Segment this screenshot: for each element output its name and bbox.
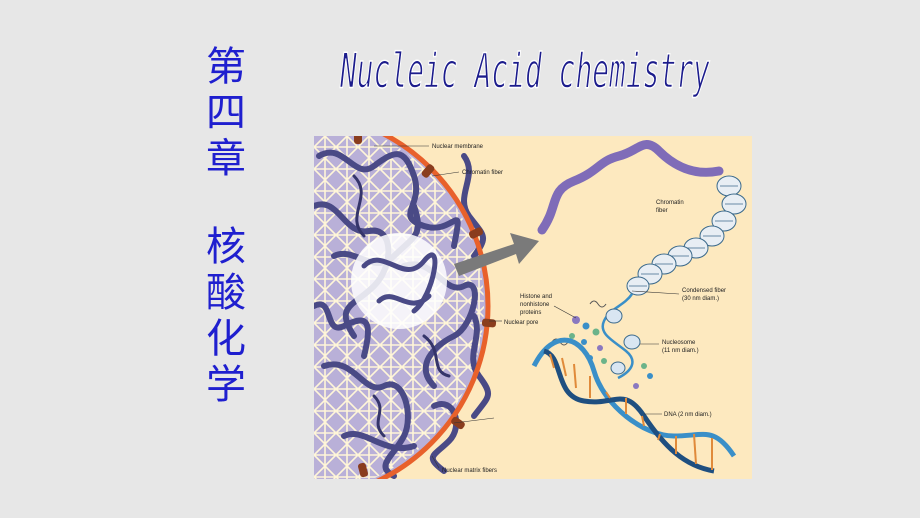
label-histone-1: Histone and	[520, 294, 552, 300]
leader-lines	[374, 145, 680, 469]
zoom-arrow	[454, 233, 539, 276]
title-char-4: 核	[206, 224, 246, 270]
title-char-1: 第	[206, 44, 246, 90]
label-dna: DNA (2 nm diam.)	[664, 412, 712, 418]
label-nuclear-pore: Nuclear pore	[504, 320, 539, 326]
title-char-5: 酸	[206, 270, 246, 316]
dna-helix	[531, 337, 737, 474]
condensed-fiber	[626, 175, 747, 296]
nucleus	[314, 136, 491, 479]
chromatin-diagram: Nuclear membrane Chromatin fiber Nuclear…	[314, 136, 752, 479]
label-histone-3: proteins	[520, 310, 541, 316]
chinese-vertical-title: 第 四 章 核 酸 化 学	[200, 44, 252, 408]
label-condensed-fiber-2: (30 nm diam.)	[682, 296, 719, 302]
label-chromatin-fiber-right-1: Chromatin	[656, 200, 684, 206]
chromatin-fiber-tube	[537, 140, 724, 235]
english-title-text: Nucleic Acid chemistry	[339, 44, 710, 99]
nuclear-membrane	[375, 136, 491, 479]
title-char-7: 学	[206, 362, 246, 408]
label-nucleosome-2: (11 nm diam.)	[662, 348, 699, 354]
label-nucleosome-1: Nucleosome	[662, 340, 696, 346]
label-histone-2: nonhistone	[520, 302, 550, 308]
label-chromatin-fiber-right-2: fiber	[656, 208, 668, 214]
label-nuclear-membrane: Nuclear membrane	[432, 144, 484, 150]
title-char-6: 化	[206, 316, 246, 362]
label-nuclear-matrix-fibers: Nuclear matrix fibers	[442, 468, 497, 474]
nucleosomes	[601, 293, 641, 380]
english-title: Nucleic Acid chemistry	[330, 42, 720, 102]
title-char-2: 四	[206, 90, 246, 136]
label-condensed-fiber-1: Condensed fiber	[682, 288, 726, 294]
title-char-3: 章	[206, 136, 246, 182]
label-chromatin-fiber-left: Chromatin fiber	[462, 170, 503, 176]
